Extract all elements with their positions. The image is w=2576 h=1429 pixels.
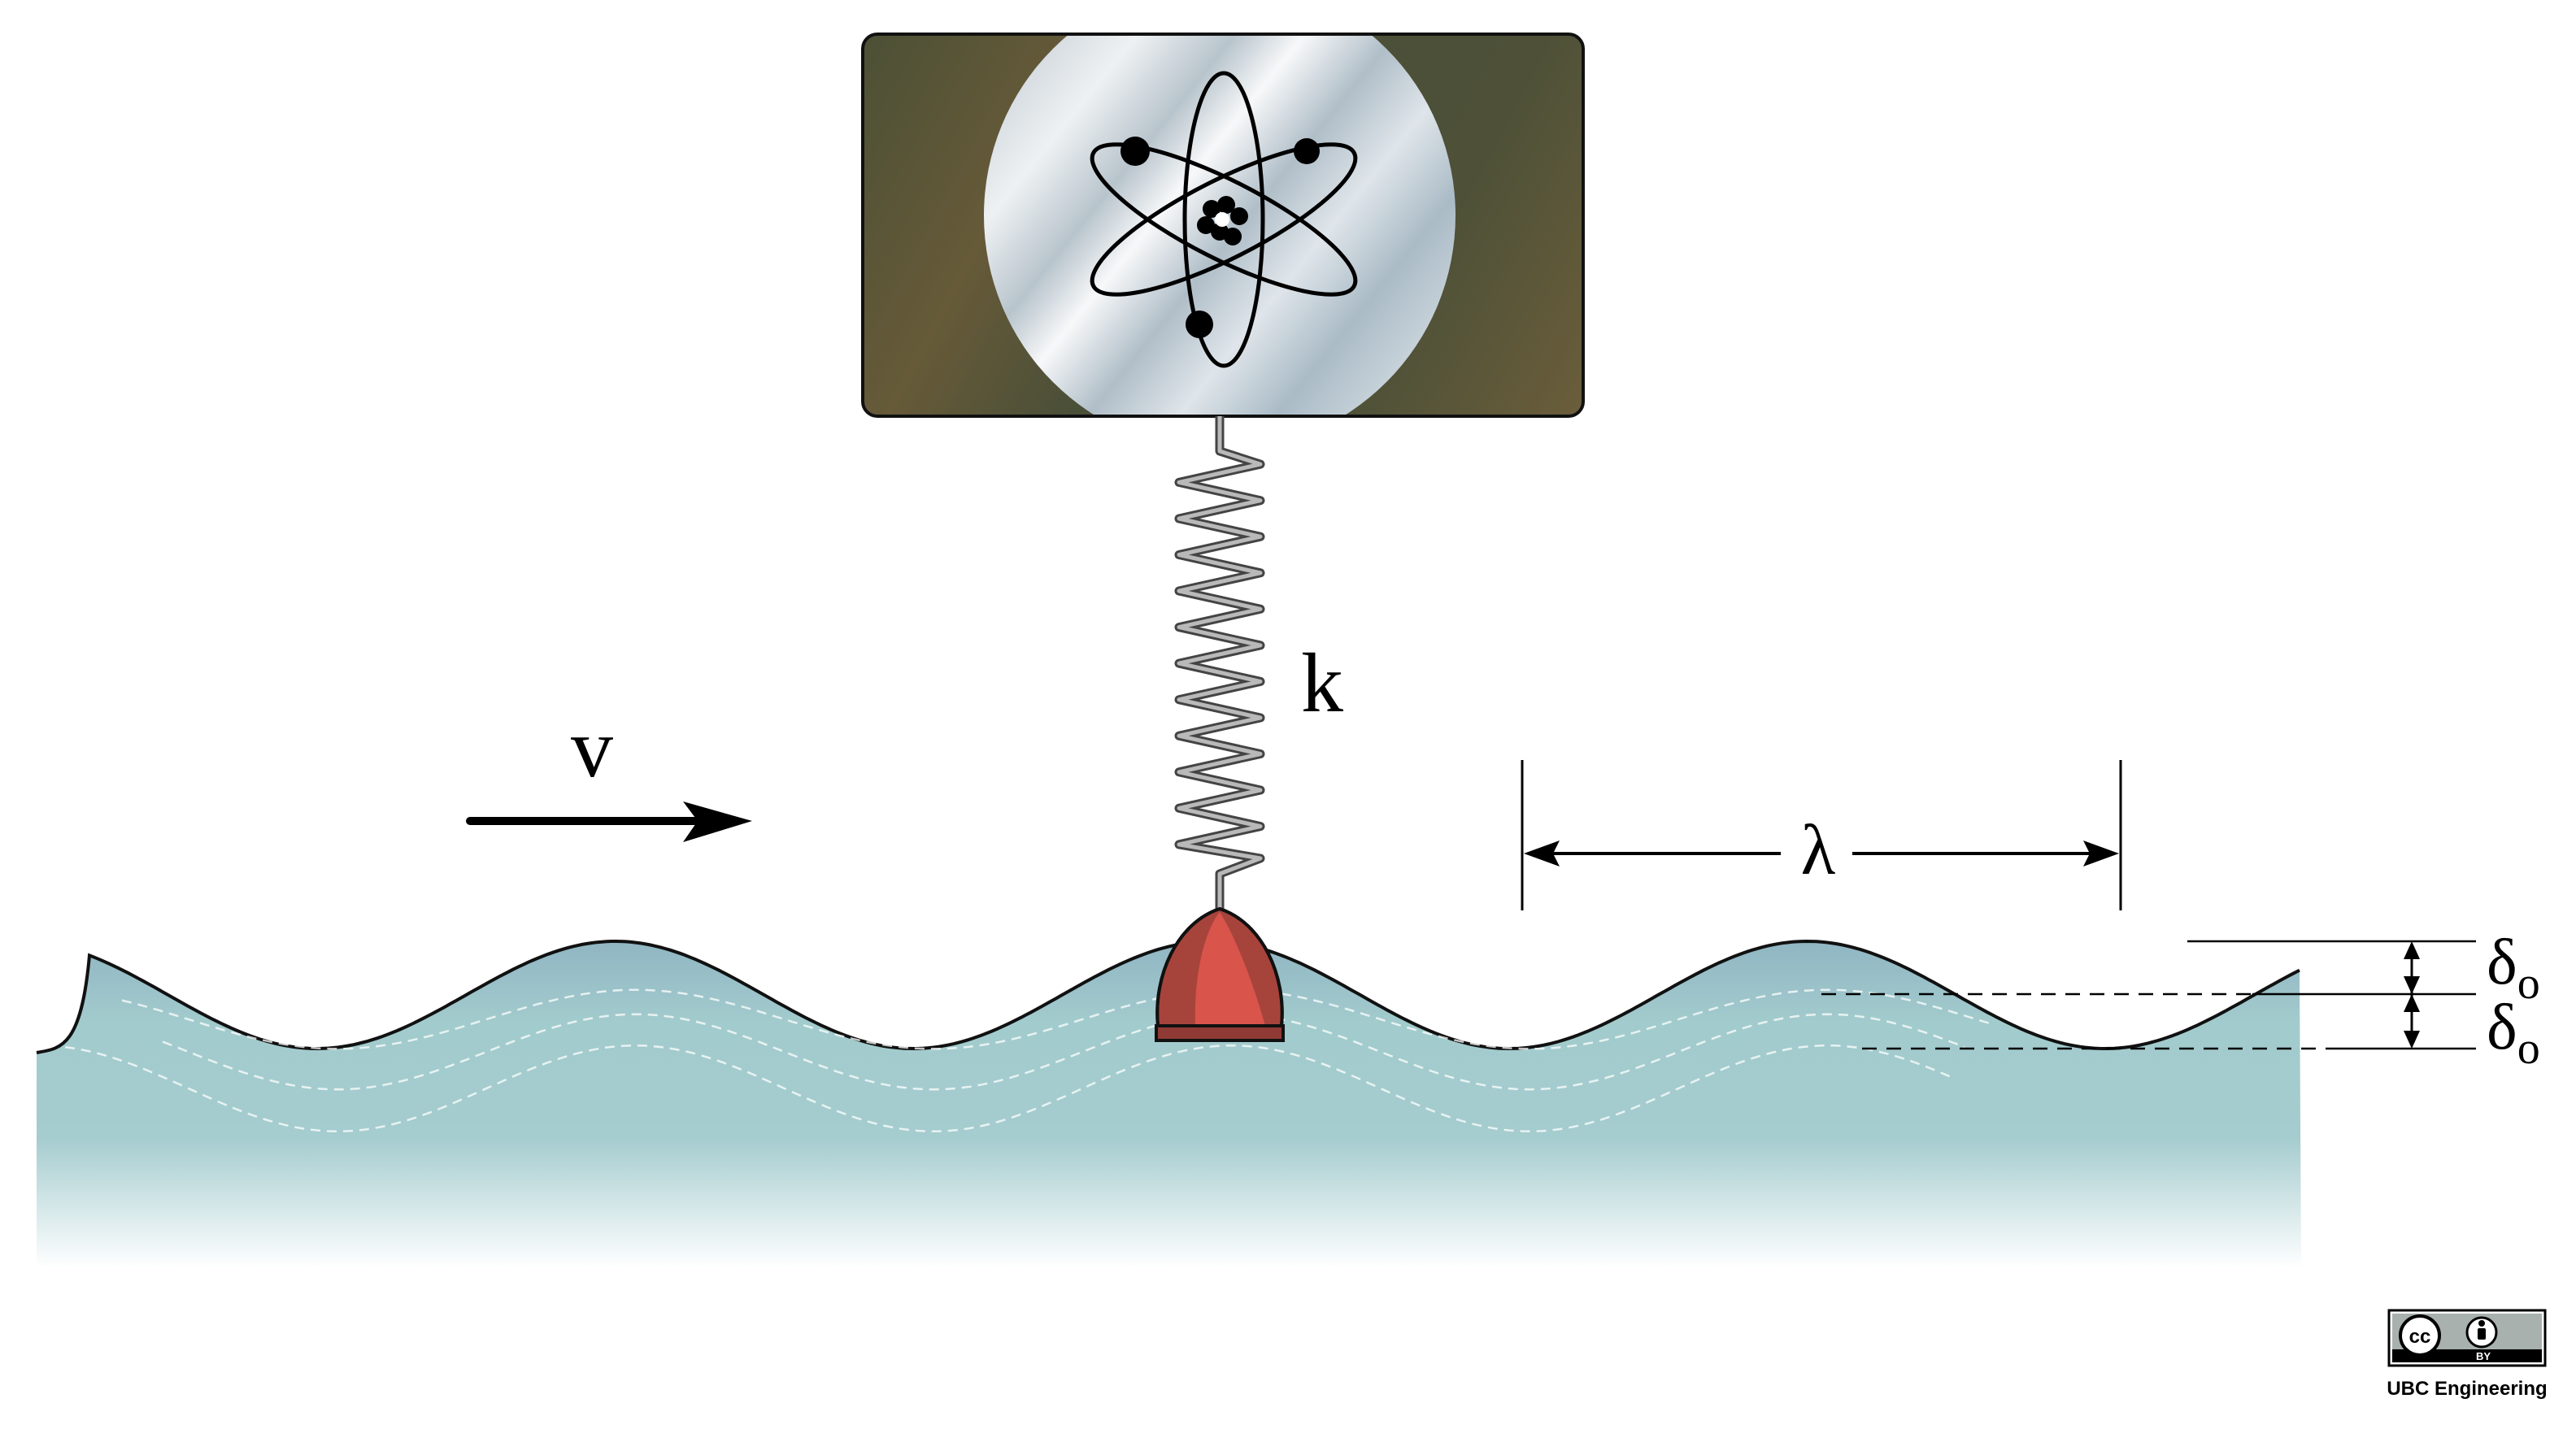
amplitude-dimension — [1821, 940, 2476, 1050]
water-body — [37, 941, 2301, 1268]
wheel-follower — [1155, 906, 1285, 1042]
badge-by-text: BY — [2476, 1350, 2491, 1362]
wave-profile — [36, 939, 2300, 1054]
spring-icon — [1174, 416, 1265, 909]
wavelength-label: λ — [1801, 811, 1836, 890]
by-person-icon — [2465, 1316, 2498, 1349]
wave-surface — [36, 939, 2301, 1268]
dashed-streamline — [162, 1013, 1965, 1091]
water-dashed-streamlines — [64, 988, 1990, 1133]
dashed-streamline — [64, 1044, 1952, 1133]
credit-text: UBC Engineering — [2387, 1378, 2547, 1400]
wavelength-dimension — [1521, 760, 2122, 910]
amplitude-lower-label: δo — [2487, 992, 2540, 1074]
velocity-arrow: v — [466, 701, 752, 842]
license-badge: cc BY UBC Engineering — [2387, 1309, 2548, 1400]
amplitude-upper-label: δo — [2487, 927, 2540, 1009]
svg-text:cc: cc — [2409, 1326, 2431, 1348]
atom-icon — [1090, 71, 1358, 368]
amplitude-lower-subscript: o — [2517, 1023, 2540, 1074]
cc-icon: cc — [2399, 1314, 2441, 1357]
spring-constant-label: k — [1301, 636, 1343, 730]
velocity-label: v — [571, 701, 613, 795]
mass-block — [861, 33, 1585, 418]
amplitude-upper-subscript: o — [2517, 958, 2540, 1009]
dashed-streamline — [121, 988, 1990, 1050]
